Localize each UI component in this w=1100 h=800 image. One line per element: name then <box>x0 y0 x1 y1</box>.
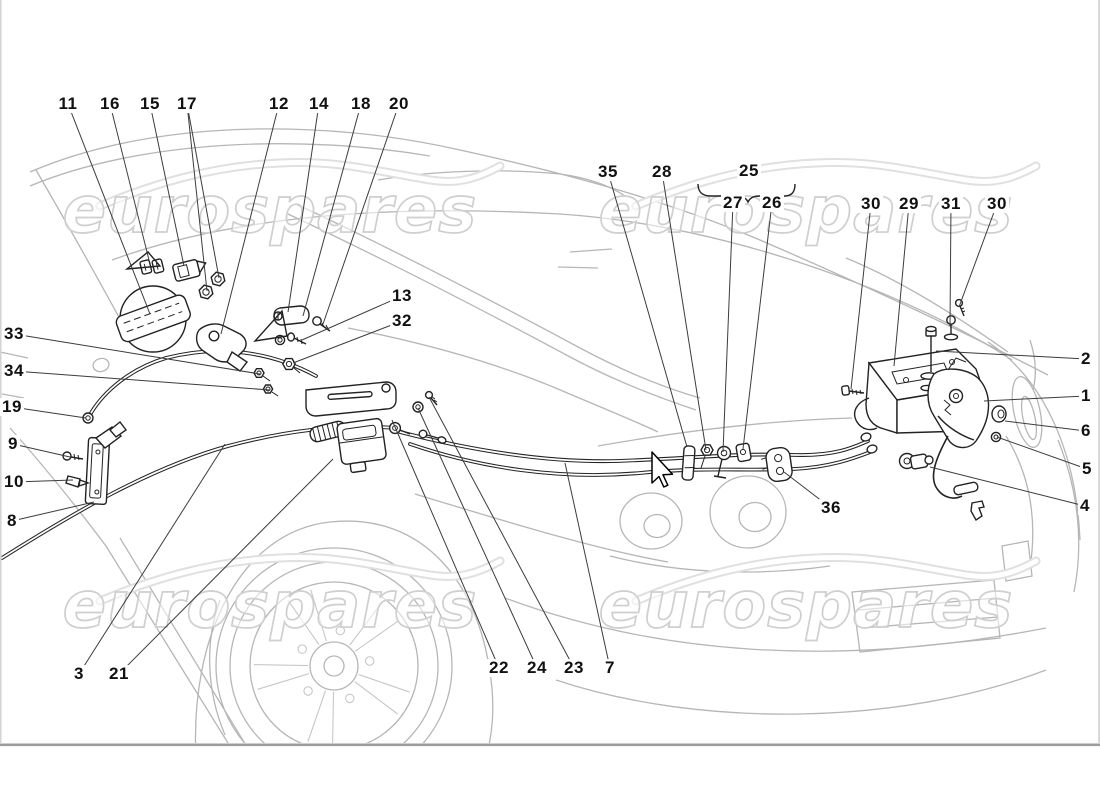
leader-line-11 <box>67 103 151 315</box>
leader-line-22 <box>391 419 500 669</box>
fuel-door-hinge <box>195 323 249 372</box>
leader-line-36 <box>783 471 832 509</box>
watermarks: eurospares eurospares eurospares eurospares <box>62 158 1041 644</box>
watermark-text: eurospares <box>599 569 1014 643</box>
leader-line-7 <box>564 462 611 669</box>
engine-lid-lock-assembly <box>841 298 1007 522</box>
leader-line-34 <box>13 370 271 391</box>
leader-line-28 <box>661 171 707 451</box>
leader-line-3 <box>78 443 226 675</box>
leader-line-20 <box>322 103 400 325</box>
leader-line-32 <box>292 320 403 364</box>
direction-arrows <box>124 251 288 342</box>
lock-cylinder-parts <box>253 305 331 397</box>
leader-line-17 <box>186 103 208 292</box>
wiring-connector <box>898 435 985 522</box>
brace-25 <box>697 183 796 204</box>
fuel-door-latch-parts <box>139 258 226 300</box>
leader-line-17 <box>186 103 220 279</box>
leader-line-1 <box>983 395 1087 402</box>
leader-line-33 <box>13 333 261 375</box>
watermark-swoosh <box>97 555 503 604</box>
watermark-text: eurospares <box>599 174 1014 248</box>
tail-lights <box>619 475 787 550</box>
watermark: eurospares <box>598 158 1041 249</box>
mouse-cursor-icon <box>651 451 674 488</box>
callout-leader-lines <box>11 103 1088 675</box>
leader-line-12 <box>220 103 280 335</box>
hood-catch-bracket <box>62 412 127 506</box>
leader-line-4 <box>929 466 1086 507</box>
leader-line-6 <box>1004 420 1087 432</box>
watermark-swoosh <box>633 160 1039 209</box>
leader-line-19 <box>11 406 87 419</box>
right-border <box>1098 0 1100 744</box>
leader-line-30 <box>850 203 872 390</box>
leader-line-5 <box>996 436 1088 470</box>
leader-line-35 <box>607 171 688 448</box>
leader-line-8 <box>11 501 95 522</box>
leader-line-13 <box>301 295 403 341</box>
car-body-outline <box>0 128 1049 743</box>
leader-line-10 <box>13 479 74 483</box>
release-actuator <box>305 381 447 474</box>
left-border <box>0 0 2 744</box>
bottom-divider <box>0 743 1100 747</box>
watermark-text: eurospares <box>63 569 478 643</box>
leader-line-23 <box>428 396 575 669</box>
watermark: eurospares <box>62 553 505 644</box>
leader-line-2 <box>935 350 1087 360</box>
watermark-swoosh <box>97 160 503 209</box>
leader-line-9 <box>12 443 71 458</box>
cable-grommet <box>761 446 793 483</box>
leader-line-16 <box>109 103 150 261</box>
leader-line-29 <box>893 203 910 367</box>
leader-line-24 <box>417 407 538 669</box>
watermark: eurospares <box>62 158 505 249</box>
leader-line-14 <box>287 103 320 313</box>
watermark-text: eurospares <box>63 174 478 248</box>
watermark: eurospares <box>598 553 1041 644</box>
bumper-diffuser <box>504 339 1081 715</box>
leader-line-31 <box>949 203 952 327</box>
leader-line-30 <box>958 203 998 308</box>
cable-clamps <box>681 442 752 481</box>
leader-line-15 <box>149 103 185 267</box>
watermark-swoosh <box>633 555 1039 604</box>
leader-line-21 <box>118 458 334 675</box>
leader-line-27 <box>722 202 734 453</box>
leader-line-26 <box>742 202 773 450</box>
fuel-filler-door <box>115 285 191 353</box>
leader-line-18 <box>302 103 362 317</box>
